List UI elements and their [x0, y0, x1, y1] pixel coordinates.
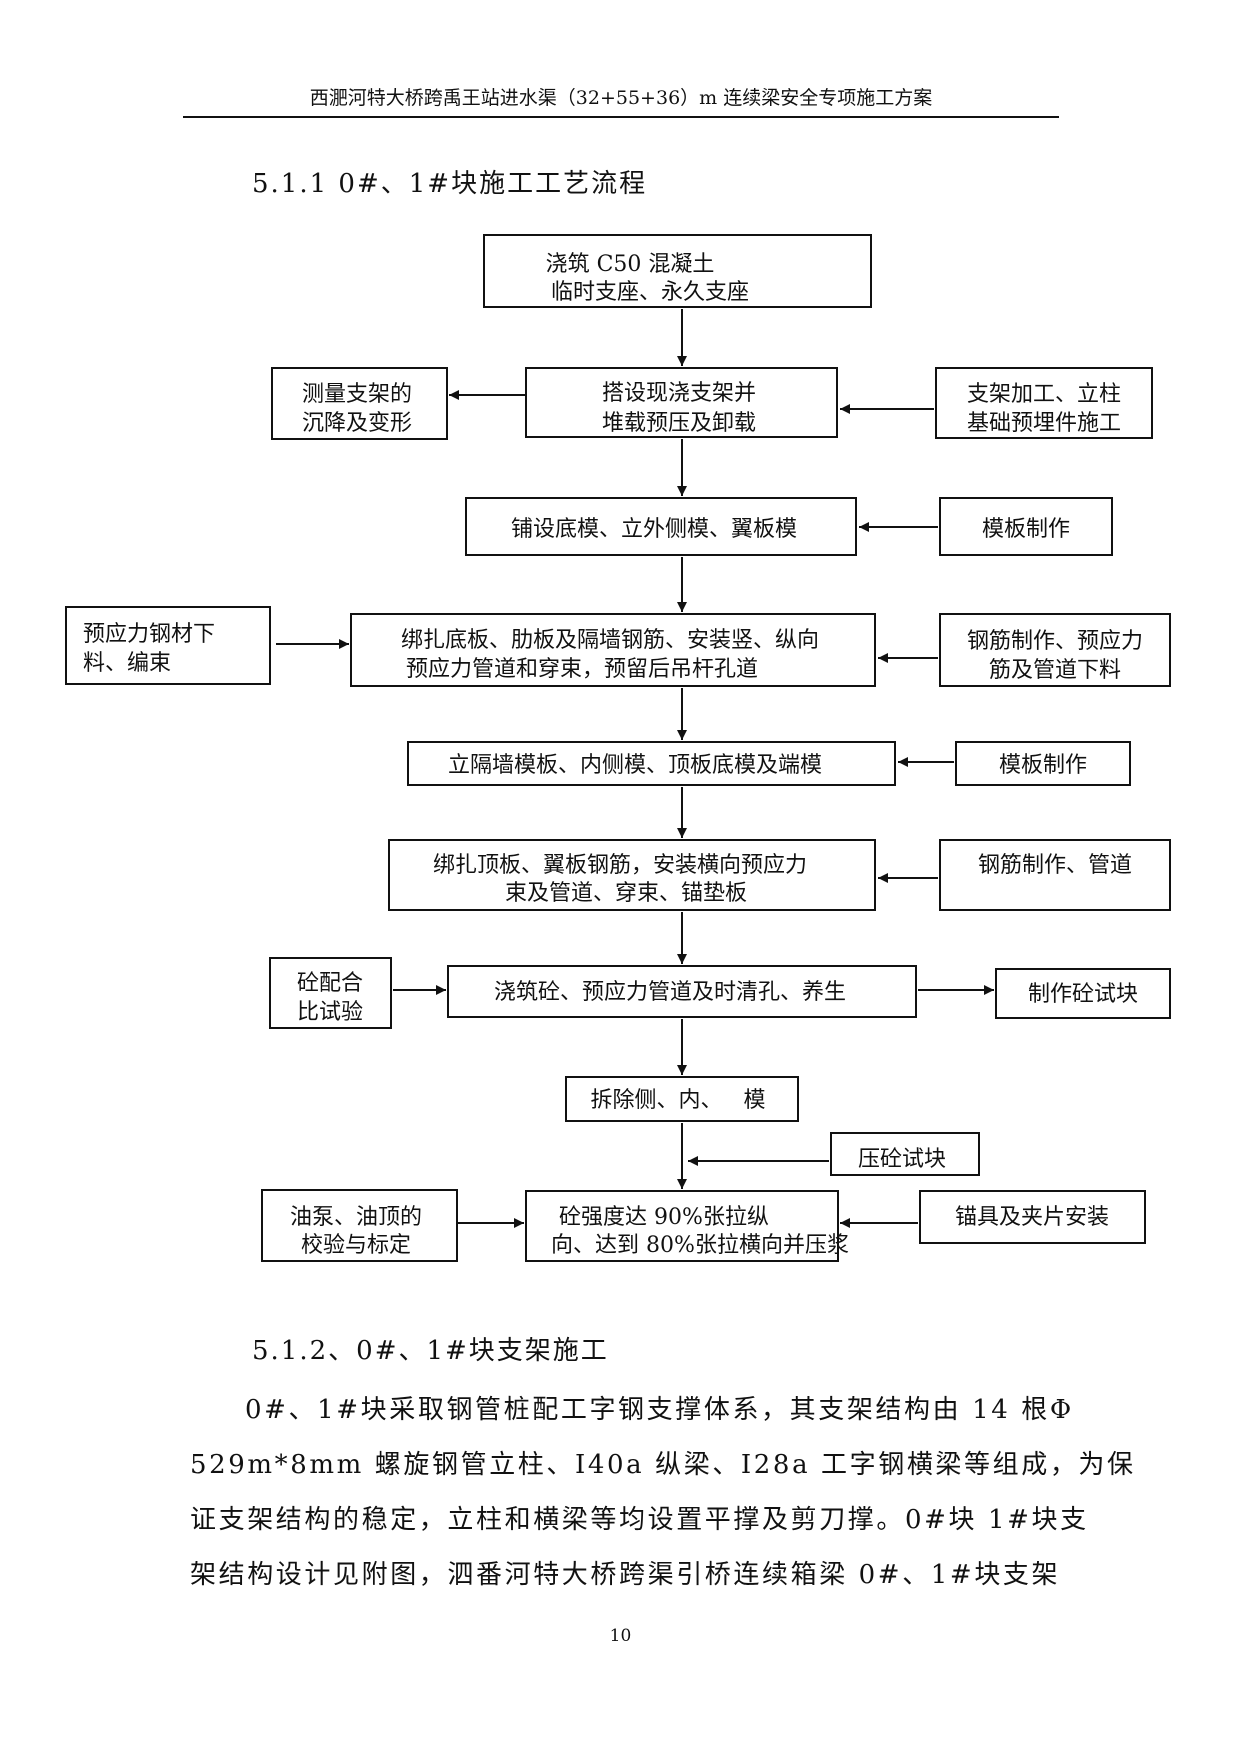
- right-input-5-line-1: 钢筋制作、管道: [978, 853, 1132, 878]
- main-step-9: 砼强度达 90%张拉纵 向、达到 80%张拉横向并压浆: [525, 1190, 849, 1262]
- page-number: 10: [609, 1626, 632, 1646]
- left-input-1-line-1: 测量支架的: [302, 382, 412, 407]
- right-input-8: 锚具及夹片安装: [919, 1190, 1146, 1244]
- paragraph-line-1: 0#、1#块采取钢管桩配工字钢支撑体系，其支架结构由 14 根Φ: [245, 1395, 1074, 1425]
- main-step-6: 绑扎顶板、翼板钢筋，安装横向预应力 束及管道、穿束、锚垫板: [388, 839, 876, 911]
- paragraph-line-2: 529m*8mm 螺旋钢管立柱、I40a 纵梁、I28a 工字钢横梁等组成，为保: [190, 1450, 1136, 1480]
- left-input-4: 油泵、油顶的 校验与标定: [261, 1189, 458, 1262]
- right-input-5: 钢筋制作、管道: [939, 839, 1171, 911]
- main-step-9-line-2: 向、达到 80%张拉横向并压浆: [551, 1233, 849, 1258]
- main-step-2-line-2: 堆载预压及卸载: [602, 411, 756, 436]
- main-step-5: 立隔墙模板、内侧模、顶板底模及端模: [407, 741, 896, 786]
- right-input-4-line-1: 模板制作: [999, 753, 1087, 778]
- left-input-4-line-2: 校验与标定: [301, 1233, 411, 1258]
- main-step-8: 拆除侧、内、 模: [565, 1076, 799, 1122]
- main-step-7-line-1: 浇筑砼、预应力管道及时清孔、养生: [494, 980, 846, 1005]
- right-input-3-line-2: 筋及管道下料: [989, 658, 1121, 683]
- left-input-1: 测量支架的 沉降及变形: [271, 367, 448, 440]
- body-paragraph: 0#、1#块采取钢管桩配工字钢支撑体系，其支架结构由 14 根Φ 529m*8m…: [190, 1383, 1136, 1603]
- main-step-1-line-1: 浇筑 C50 混凝土: [546, 252, 715, 277]
- right-input-1-line-2: 基础预埋件施工: [967, 411, 1121, 436]
- right-input-3-line-1: 钢筋制作、预应力: [967, 629, 1143, 654]
- left-input-3-line-1: 砼配合: [297, 971, 363, 996]
- left-input-2-line-1: 预应力钢材下: [83, 622, 215, 647]
- right-input-7-line-1: 压砼试块: [858, 1147, 946, 1172]
- paragraph-line-3: 证支架结构的稳定，立柱和横梁等均设置平撑及剪刀撑。0#块 1#块支: [190, 1505, 1089, 1535]
- right-input-2-line-1: 模板制作: [982, 517, 1070, 542]
- left-input-2-line-2: 料、编束: [83, 651, 171, 676]
- right-input-2: 模板制作: [939, 497, 1113, 556]
- main-step-6-line-1: 绑扎顶板、翼板钢筋，安装横向预应力: [433, 853, 807, 878]
- process-flowchart: 浇筑 C50 混凝土 临时支座、永久支座 搭设现浇支架并 堆载预压及卸载 铺设底…: [65, 234, 1171, 1262]
- right-input-1: 支架加工、立柱 基础预埋件施工: [935, 367, 1153, 439]
- main-step-8-line-1: 拆除侧、内、 模: [591, 1088, 766, 1113]
- section-heading-5-1-2: 5.1.2、0#、1#块支架施工: [252, 1336, 609, 1366]
- right-input-7: 压砼试块: [830, 1132, 980, 1176]
- main-step-5-line-1: 立隔墙模板、内侧模、顶板底模及端模: [448, 753, 822, 778]
- left-input-3-line-2: 比试验: [297, 1000, 363, 1025]
- main-step-6-line-2: 束及管道、穿束、锚垫板: [505, 881, 747, 906]
- main-step-3: 铺设底模、立外侧模、翼板模: [465, 497, 857, 556]
- main-step-3-line-1: 铺设底模、立外侧模、翼板模: [511, 517, 797, 542]
- paragraph-line-4: 架结构设计见附图，泗番河特大桥跨渠引桥连续箱梁 0#、1#块支架: [190, 1560, 1061, 1590]
- right-input-1-line-1: 支架加工、立柱: [967, 382, 1121, 407]
- header-rule: [183, 116, 1059, 118]
- page-header: 西淝河特大桥跨禹王站进水渠（32+55+36）m 连续梁安全专项施工方案: [309, 87, 933, 109]
- side-flow-arrows: [276, 390, 994, 1228]
- main-step-2-line-1: 搭设现浇支架并: [602, 381, 756, 406]
- left-input-1-line-2: 沉降及变形: [302, 411, 412, 436]
- right-input-6: 制作砼试块: [995, 968, 1171, 1019]
- main-step-4: 绑扎底板、肋板及隔墙钢筋、安装竖、纵向 预应力管道和穿束，预留后吊杆孔道: [350, 613, 876, 687]
- left-input-3: 砼配合 比试验: [269, 957, 392, 1029]
- section-heading-5-1-1: 5.1.1 0#、1#块施工工艺流程: [252, 169, 648, 199]
- main-step-4-line-2: 预应力管道和穿束，预留后吊杆孔道: [406, 657, 758, 682]
- right-input-3: 钢筋制作、预应力 筋及管道下料: [939, 613, 1171, 687]
- left-input-4-line-1: 油泵、油顶的: [290, 1205, 422, 1230]
- main-step-2: 搭设现浇支架并 堆载预压及卸载: [525, 367, 838, 438]
- main-step-4-line-1: 绑扎底板、肋板及隔墙钢筋、安装竖、纵向: [401, 628, 819, 653]
- right-input-6-line-1: 制作砼试块: [1028, 982, 1138, 1007]
- right-input-8-line-1: 锚具及夹片安装: [955, 1205, 1109, 1230]
- left-input-2: 预应力钢材下 料、编束: [65, 606, 271, 685]
- main-step-1: 浇筑 C50 混凝土 临时支座、永久支座: [483, 234, 872, 308]
- main-step-9-line-1: 砼强度达 90%张拉纵: [559, 1205, 769, 1230]
- right-input-4: 模板制作: [955, 741, 1131, 786]
- main-step-7: 浇筑砼、预应力管道及时清孔、养生: [447, 965, 917, 1018]
- main-step-1-line-2: 临时支座、永久支座: [551, 280, 749, 305]
